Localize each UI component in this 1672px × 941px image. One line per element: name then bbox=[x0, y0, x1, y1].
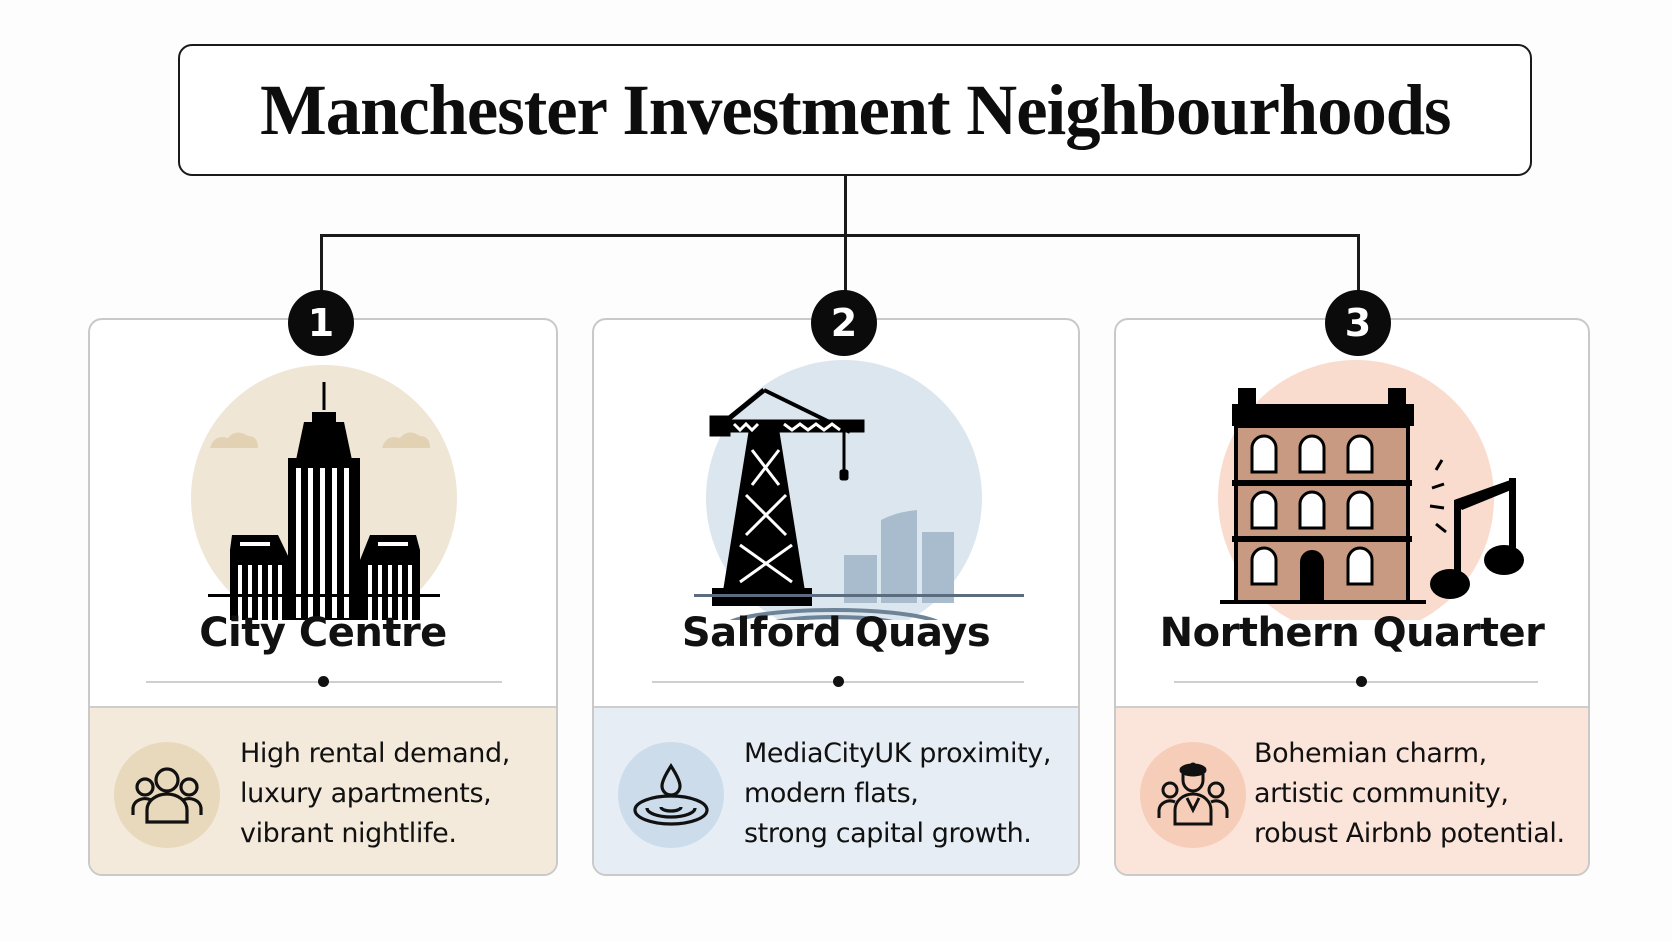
victorian-building-music-icon bbox=[1116, 360, 1588, 874]
description-line: MediaCityUK proximity, bbox=[744, 738, 1052, 769]
description-panel: MediaCityUK proximity, modern flats, str… bbox=[594, 706, 1078, 874]
people-group-icon bbox=[131, 767, 203, 824]
divider-dot bbox=[833, 676, 844, 687]
neighbourhood-name: City Centre bbox=[199, 610, 447, 656]
description-text: Bohemian charm, artistic community, robu… bbox=[1254, 734, 1565, 854]
description-line: strong capital growth. bbox=[744, 818, 1032, 849]
artist-group-icon bbox=[1157, 762, 1229, 826]
icon-circle bbox=[1140, 742, 1246, 848]
description-text: MediaCityUK proximity, modern flats, str… bbox=[744, 734, 1051, 854]
description-text: High rental demand, luxury apartments, v… bbox=[240, 734, 510, 854]
dock-crane-icon bbox=[594, 360, 1078, 874]
card-city-centre: City Centre High rental demand, luxury a… bbox=[88, 318, 558, 876]
number-badge-3: 3 bbox=[1325, 290, 1391, 356]
divider-dot bbox=[1356, 676, 1367, 687]
neighbourhood-name: Salford Quays bbox=[681, 610, 991, 656]
icon-circle bbox=[114, 742, 220, 848]
connector-horizontal bbox=[320, 234, 1360, 237]
icon-circle bbox=[618, 742, 724, 848]
skyscraper-icon bbox=[90, 360, 556, 874]
description-line: High rental demand, bbox=[240, 738, 510, 769]
description-line: luxury apartments, bbox=[240, 778, 492, 809]
number-badge-1: 1 bbox=[288, 290, 354, 356]
description-line: modern flats, bbox=[744, 778, 919, 809]
number-badge-2: 2 bbox=[811, 290, 877, 356]
description-line: Bohemian charm, bbox=[1254, 738, 1487, 769]
connector-branch-3 bbox=[1357, 234, 1360, 294]
title-box: Manchester Investment Neighbourhoods bbox=[178, 44, 1532, 176]
description-line: artistic community, bbox=[1254, 778, 1509, 809]
water-drop-ripple-icon bbox=[633, 763, 709, 826]
divider-dot bbox=[318, 676, 329, 687]
connector-trunk bbox=[844, 176, 847, 236]
card-salford-quays: Salford Quays MediaCityUK proximity, mod… bbox=[592, 318, 1080, 876]
description-line: vibrant nightlife. bbox=[240, 818, 457, 849]
description-line: robust Airbnb potential. bbox=[1254, 818, 1565, 849]
neighbourhood-name: Northern Quarter bbox=[1159, 610, 1545, 656]
description-panel: High rental demand, luxury apartments, v… bbox=[90, 706, 556, 874]
description-panel: Bohemian charm, artistic community, robu… bbox=[1116, 706, 1588, 874]
connector-branch-1 bbox=[320, 234, 323, 294]
card-northern-quarter: Northern Quarter Bohemian charm, artisti… bbox=[1114, 318, 1590, 876]
page-title: Manchester Investment Neighbourhoods bbox=[259, 69, 1451, 150]
connector-branch-2 bbox=[844, 234, 847, 294]
